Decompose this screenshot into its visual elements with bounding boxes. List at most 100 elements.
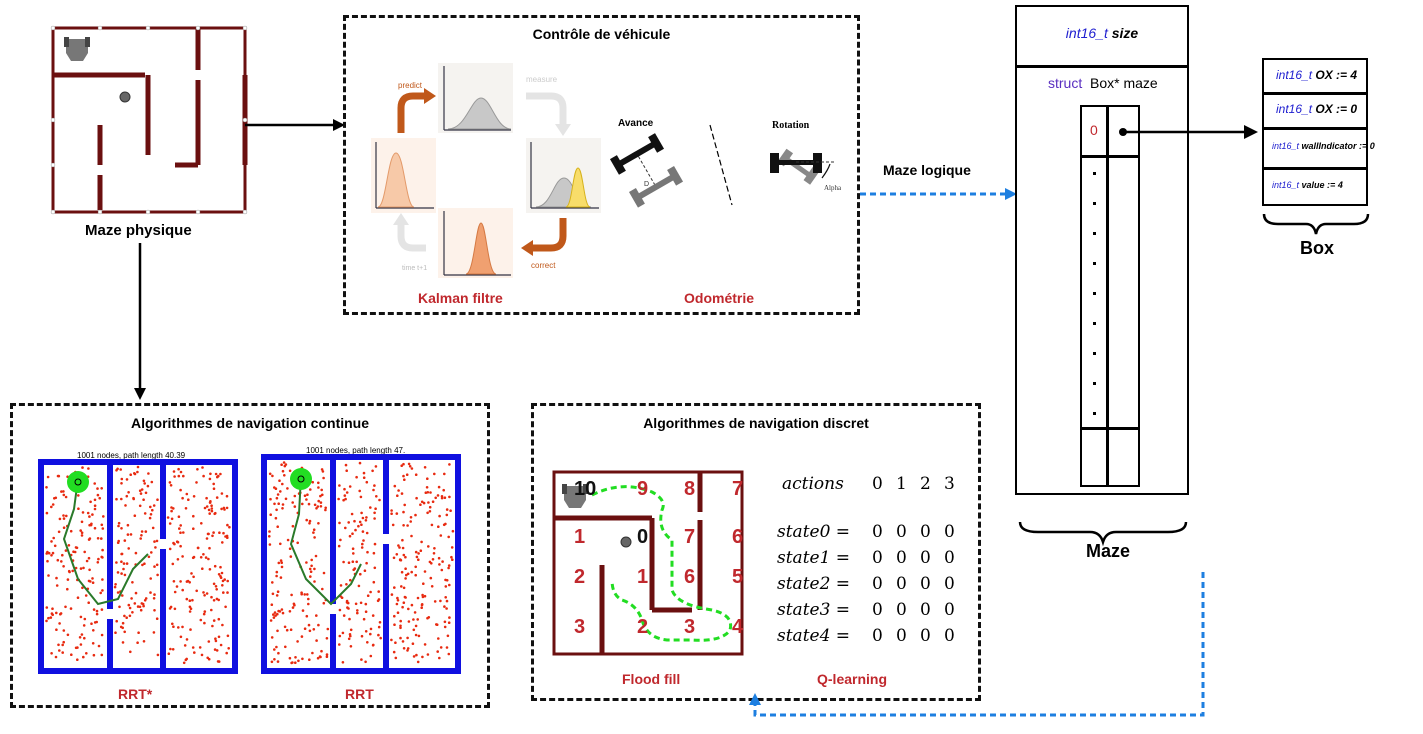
struct-field: struct Box* maze (1048, 75, 1158, 91)
time-label: time t+1 (402, 265, 427, 272)
predict-arrow (397, 92, 426, 133)
box-row-value: int16_t value := 4 (1272, 180, 1343, 190)
floodfill-cell-value: 3 (684, 616, 696, 638)
alpha-label: Alpha (824, 184, 842, 192)
kalman-plot-posterior (438, 208, 513, 278)
size-name: size (1111, 25, 1139, 41)
kalman-plot-prior (371, 138, 436, 213)
qtable-action: 2 (920, 474, 931, 494)
qtable-state-name: state0 = (777, 522, 851, 542)
correct-arrow (531, 218, 567, 252)
floodfill-cell-value: 10 (574, 478, 597, 500)
box-brace (1262, 213, 1370, 235)
floodfill-cell-value: 5 (732, 566, 744, 588)
maze-array-row-line (1080, 427, 1140, 430)
odometry-label: Odométrie (684, 290, 755, 306)
arrow-to-maze-struct (860, 188, 1017, 200)
box-row-line (1262, 127, 1368, 130)
maze-struct-label: Maze (1086, 541, 1131, 561)
box-row-field: OX := 4 (1315, 68, 1358, 82)
kalman-filter-diagram: predict measure correct time t+1 (371, 63, 601, 278)
qtable-value: 0 (944, 522, 955, 542)
size-type: int16_t (1065, 25, 1108, 41)
rrtstar-label: RRT* (118, 686, 153, 702)
qtable-value: 0 (872, 626, 883, 646)
box-row-wallindicator: int16_t wallIndicator := 0 (1272, 141, 1375, 151)
rrt-caption: 1001 nodes, path length 47. (306, 446, 406, 455)
discrete-nav-title: Algorithmes de navigation discret (643, 415, 869, 431)
qtable-value: 0 (944, 548, 955, 568)
pointer-arrow-to-box (1119, 125, 1258, 139)
qtable-value: 0 (944, 600, 955, 620)
avance-label: Avance (618, 118, 654, 129)
box-row-field: wallIndicator := 0 (1301, 141, 1375, 151)
floodfill-cell-value: 8 (684, 478, 696, 500)
maze-struct-divider (1015, 65, 1189, 68)
rrt-goal (290, 468, 312, 490)
maze-array-row-line (1080, 155, 1140, 158)
maze-index-0: 0 (1090, 122, 1098, 138)
qtable-value: 0 (944, 626, 955, 646)
kalman-filter-label: Kalman filtre (418, 290, 503, 306)
struct-decl: Box* maze (1090, 75, 1158, 91)
maze-array-ellipsis (1093, 172, 1096, 415)
predict-label: predict (398, 81, 423, 90)
qtable-value: 0 (944, 574, 955, 594)
qtable-value: 0 (920, 600, 931, 620)
maze-array (1080, 105, 1140, 487)
box-row-line (1262, 167, 1368, 170)
time-arrow (397, 223, 426, 252)
rrt-path (289, 475, 362, 606)
box-row-line (1262, 92, 1368, 95)
odometry-separator (709, 124, 733, 206)
rrtstar-caption: 1001 nodes, path length 40.39 (77, 451, 186, 460)
qtable-action: 3 (944, 474, 955, 494)
d-label: D (644, 181, 649, 188)
rotation-diagram: Alpha (770, 148, 842, 192)
floodfill-cell-value: 0 (637, 526, 649, 548)
vehicle-control-panel: Contrôle de véhicule (343, 15, 860, 315)
rrtstar-goal (67, 471, 89, 493)
floodfill-cell-value: 9 (637, 478, 649, 500)
kalman-plot-measure (526, 138, 601, 213)
box-row-field: OX := 0 (1315, 102, 1358, 116)
box-row-field: value := 4 (1301, 180, 1343, 190)
discrete-nav-panel: Algorithmes de navigation discret action… (531, 403, 981, 701)
maze-brace (1018, 521, 1188, 547)
box-row-type: int16_t (1272, 180, 1300, 190)
box-row-ox1: int16_t OX := 4 (1276, 68, 1357, 82)
qtable-value: 0 (896, 600, 907, 620)
floodfill-maze (552, 470, 744, 656)
measure-arrow (526, 92, 567, 126)
rrt-label: RRT (345, 686, 374, 702)
floodfill-cell-value: 3 (574, 616, 586, 638)
qtable-value: 0 (872, 548, 883, 568)
measure-label: measure (526, 75, 558, 84)
qtable-value: 0 (920, 548, 931, 568)
box-row-type: int16_t (1276, 68, 1313, 82)
qtable-value: 0 (872, 574, 883, 594)
box-row-type: int16_t (1276, 102, 1313, 116)
floodfill-cell-value: 4 (732, 616, 744, 638)
continuous-nav-title: Algorithmes de navigation continue (130, 415, 370, 431)
floodfill-cell-value: 1 (574, 526, 586, 548)
qtable-value: 0 (896, 626, 907, 646)
struct-keyword: struct (1048, 75, 1083, 91)
kalman-plot-predict (438, 63, 513, 133)
rotation-label: Rotation (772, 120, 810, 131)
box-struct-label: Box (1300, 238, 1335, 258)
qtable-action: 1 (896, 474, 907, 494)
arrow-to-continuous-nav (134, 243, 146, 400)
floodfill-cell-value: 2 (574, 566, 586, 588)
qtable-value: 0 (920, 522, 931, 542)
correct-label: correct (531, 261, 556, 270)
floodfill-label: Flood fill (622, 671, 681, 687)
qtable-state-name: state3 = (777, 600, 851, 620)
size-field: int16_t size (1015, 25, 1189, 41)
box-row-type: int16_t (1272, 141, 1300, 151)
physical-maze (50, 25, 248, 215)
continuous-nav-panel: Algorithmes de navigation continue 1001 … (10, 403, 490, 708)
maze-logique-label: Maze logique (883, 162, 971, 178)
qtable-state-name: state4 = (777, 626, 851, 646)
floodfill-cell-value: 7 (732, 478, 744, 500)
